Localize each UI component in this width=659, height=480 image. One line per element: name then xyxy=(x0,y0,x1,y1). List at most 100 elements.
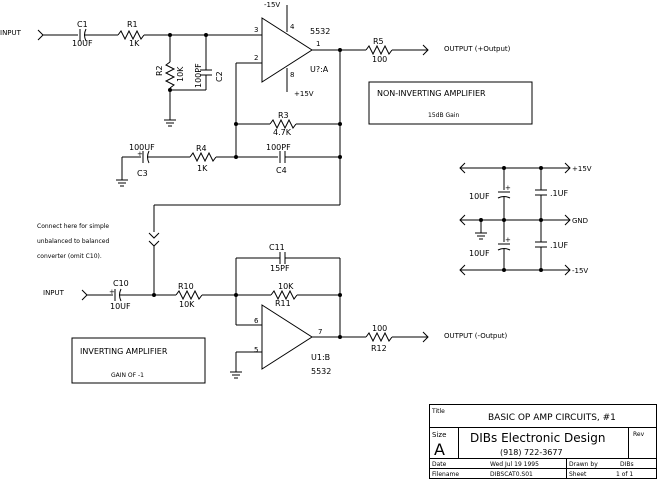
company-phone: (918) 722-3677 xyxy=(500,448,563,457)
r3-resistor xyxy=(269,118,297,130)
c2-value: 100PF xyxy=(194,63,203,88)
r2-value: 10K xyxy=(176,66,185,82)
size-value: A xyxy=(434,440,445,459)
date-value: Wed Jul 19 1995 xyxy=(490,461,539,468)
junction-dot xyxy=(234,122,238,126)
junction-dot xyxy=(152,293,156,297)
c1-ref: C1 xyxy=(77,20,88,29)
date-label: Date xyxy=(432,461,447,468)
rail-neg-label: -15V xyxy=(572,267,588,275)
bypass-c-neg2: .1UF xyxy=(550,241,568,250)
c4-value: 100PF xyxy=(266,143,291,152)
noninverting-label-box: NON-INVERTING AMPLIFIER 15dB Gain xyxy=(368,81,533,125)
r2-resistor xyxy=(164,61,176,89)
junction-dot xyxy=(539,268,543,272)
note-line-2: unbalanced to balanced xyxy=(37,238,109,245)
opamp-u1a-triangle xyxy=(261,17,313,83)
r3-ref: R3 xyxy=(278,111,289,120)
c2-ref: C2 xyxy=(215,71,224,82)
r3-value: 4.7K xyxy=(273,128,292,137)
input-bottom-arrow xyxy=(81,289,88,301)
size-label: Size xyxy=(432,431,446,439)
u1a-pin1: 1 xyxy=(316,40,320,48)
inv-subtitle: GAIN OF -1 xyxy=(111,372,144,379)
u1b-ref: U1:B xyxy=(311,353,330,362)
u1a-part: 5532 xyxy=(310,27,330,36)
label-box xyxy=(368,81,533,125)
output-neg-label: OUTPUT (-Output) xyxy=(444,332,508,340)
r4-value: 1K xyxy=(197,164,208,173)
connect-arrow xyxy=(148,232,160,239)
r1-resistor xyxy=(117,29,145,41)
c10-polarity: + xyxy=(109,288,115,296)
c11-value: 15PF xyxy=(270,264,290,273)
bypass-c-pos: 10UF xyxy=(469,192,490,201)
rail-arrow xyxy=(564,264,571,276)
rail-arrow xyxy=(564,162,571,174)
title-block: Title BASIC OP AMP CIRCUITS, #1 Size A D… xyxy=(429,404,657,479)
noninv-title: NON-INVERTING AMPLIFIER xyxy=(377,89,486,98)
filename-label: Filename xyxy=(432,471,459,478)
output-neg-arrow xyxy=(422,331,429,343)
r11-value: 10K xyxy=(278,282,294,291)
output-pos-arrow xyxy=(422,44,429,56)
cap-polarity: + xyxy=(505,184,511,192)
note-line-1: Connect here for simple xyxy=(37,223,109,230)
u1a-ref: U?:A xyxy=(310,65,329,74)
inverting-section: INPUT + C10 10UF R10 10K C11 15PF 10K R1… xyxy=(43,243,508,379)
r10-value: 10K xyxy=(179,300,195,309)
u1b-pin7: 7 xyxy=(318,328,322,336)
r11-resistor xyxy=(270,289,298,301)
junction-dot xyxy=(168,88,172,92)
u1b-part: 5532 xyxy=(311,367,331,376)
bypass-c-pos2: .1UF xyxy=(550,189,568,198)
inv-title: INVERTING AMPLIFIER xyxy=(80,347,168,356)
drawn-value: DIBs xyxy=(620,461,634,468)
u1a-pin2: 2 xyxy=(254,54,258,62)
drawn-label: Drawn by xyxy=(569,461,598,468)
r5-resistor xyxy=(365,44,393,56)
noninverting-section: INPUT C1 10UF R1 1K R2 10K 100PF C2 xyxy=(0,1,511,295)
vpos-mid-label: +15V xyxy=(294,90,314,98)
company-name: DIBs Electronic Design xyxy=(470,431,605,445)
u1b-pin5: 5 xyxy=(254,346,258,354)
sheet-label: Sheet xyxy=(569,471,587,478)
r12-value: 100 xyxy=(372,324,387,333)
r11-ref: R11 xyxy=(275,299,291,308)
junction-dot xyxy=(338,335,342,339)
label-box xyxy=(71,337,206,384)
r1-value: 1K xyxy=(129,39,140,48)
r4-resistor xyxy=(189,151,217,163)
r1-ref: R1 xyxy=(127,20,138,29)
cap-plate-curved xyxy=(497,248,511,251)
drawing-title: BASIC OP AMP CIRCUITS, #1 xyxy=(488,413,616,423)
rail-gnd-label: GND xyxy=(572,217,588,225)
u1b-pin6: 6 xyxy=(254,317,259,325)
c11-ref: C11 xyxy=(269,243,285,252)
junction-dot xyxy=(502,268,506,272)
r12-resistor xyxy=(365,331,393,343)
junction-dot xyxy=(234,155,238,159)
vneg-top-label: -15V xyxy=(264,1,280,9)
c10-value: 10UF xyxy=(110,302,131,311)
title-label: Title xyxy=(431,408,445,415)
r5-value: 100 xyxy=(372,55,387,64)
cap-plate-curved xyxy=(497,196,511,199)
c1-value: 10UF xyxy=(72,39,93,48)
noninv-subtitle: 15dB Gain xyxy=(428,112,459,119)
inverting-label-box: INVERTING AMPLIFIER GAIN OF -1 xyxy=(71,337,206,384)
junction-dot xyxy=(338,122,342,126)
r2-ref: R2 xyxy=(155,65,164,76)
connect-note: Connect here for simple unbalanced to ba… xyxy=(37,223,109,260)
filename-value: DIBSCAT0.S01 xyxy=(490,471,533,478)
power-bypass-section: +15V GND -15V + 10UF .1UF xyxy=(459,162,592,276)
r10-ref: R10 xyxy=(178,282,194,291)
r5-ref: R5 xyxy=(373,37,384,46)
c3-ref: C3 xyxy=(137,169,148,178)
input-top-label: INPUT xyxy=(0,29,22,37)
u1a-pin4: 4 xyxy=(290,23,295,31)
u1a-pin8: 8 xyxy=(290,71,294,79)
title-block-border xyxy=(429,404,657,479)
